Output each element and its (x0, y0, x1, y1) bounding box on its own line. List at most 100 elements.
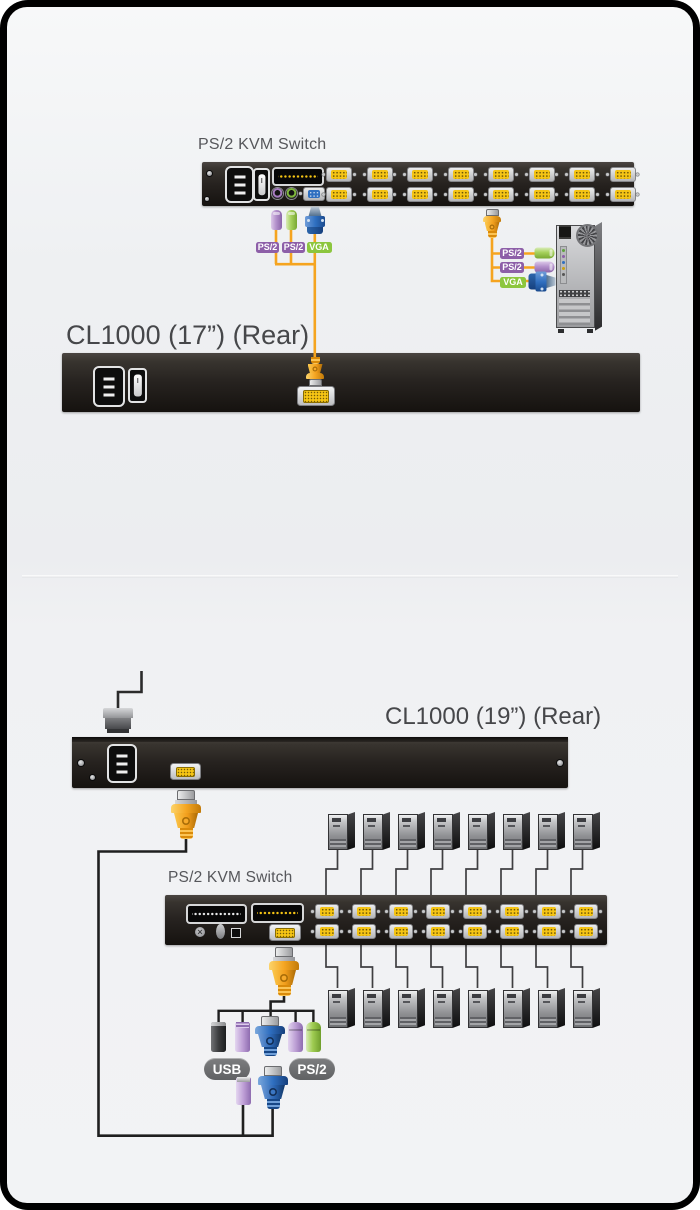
usb-plug-dark (211, 1022, 226, 1052)
kvm-cpu-port (484, 167, 518, 182)
computer-tower (503, 812, 530, 850)
kvm-cpu-port (484, 187, 518, 202)
computer-tower (433, 812, 460, 850)
db25-port-white (186, 904, 247, 924)
kvm-cpu-port (362, 167, 397, 182)
computer-tower (398, 988, 425, 1028)
power-socket (107, 744, 137, 783)
vga-plug-to-computer (528, 271, 555, 291)
ps2-plug-lavender (288, 1022, 303, 1052)
kvm-cpu-port (565, 187, 599, 202)
kvm-cpu-port (496, 903, 528, 919)
computer-tower (556, 222, 602, 333)
kvm-cpu-port (348, 923, 380, 939)
kvm-cpu-port (422, 923, 454, 939)
ps2-plug-to-computer (534, 247, 555, 258)
cl1000-17-label: CL1000 (17”) (Rear) (66, 320, 310, 350)
vga-plug-blue (255, 1016, 285, 1056)
kvm-cpu-port (403, 167, 437, 182)
cl1000-17-rear-panel (62, 353, 640, 412)
computer-tower (363, 812, 390, 850)
cpu-port-row-upper (311, 903, 602, 919)
kvm-cpu-port (605, 167, 640, 182)
vga-plug (305, 207, 325, 234)
ps2-mouse-port (286, 188, 297, 199)
kvm-cpu-port (348, 903, 380, 919)
kvm-cpu-port (443, 167, 478, 182)
top-kvm-switch-label: PS/2 KVM Switch (198, 136, 327, 153)
console-vga-port (269, 924, 301, 941)
usb-plug-lavender (235, 1022, 250, 1052)
top-kvm-switch-rear-panel (202, 162, 640, 206)
cpu-port-row-lower (322, 187, 640, 202)
computer-tower (573, 988, 600, 1028)
badge-ps2-mouse: PS/2 (282, 242, 305, 253)
computer-tower (538, 812, 565, 850)
kvm-cpu-port (533, 923, 565, 939)
sphd-connector-up (483, 209, 501, 238)
computer-row-upper (328, 812, 600, 850)
kvm-cpu-port (403, 187, 437, 202)
screw-icon (90, 775, 95, 780)
ps2-keyboard-port (272, 188, 283, 199)
computer-tower (433, 988, 460, 1028)
oval-button (216, 924, 225, 939)
kvm-cpu-port (524, 187, 559, 202)
console-vga-port (297, 386, 335, 406)
vga-plug-blue (258, 1066, 288, 1109)
db25-port-yellow (251, 903, 304, 923)
computer-tower (328, 988, 355, 1028)
kvm-cpu-port (570, 903, 602, 919)
kvm-cpu-port (385, 903, 417, 919)
screw-icon (207, 171, 212, 176)
computer-tower (538, 988, 565, 1028)
badge-cpu-ps2-b: PS/2 (500, 262, 524, 273)
kvm-cpu-port (311, 903, 343, 919)
badge-cpu-ps2-a: PS/2 (500, 248, 524, 259)
ps2-keyboard-plug (270, 210, 282, 230)
section-divider (22, 575, 678, 578)
fan-grille-icon (576, 224, 599, 247)
kvm-cpu-port (322, 187, 356, 202)
screw-icon (205, 197, 209, 201)
usb-option-pill: USB (204, 1058, 250, 1080)
sphd-connector-up (171, 790, 201, 839)
kvm-cpu-port (322, 167, 356, 182)
screw-icon (557, 760, 563, 766)
computer-row-lower (328, 988, 600, 1028)
kvm-cpu-port (459, 903, 491, 919)
kvm-cpu-port (533, 903, 565, 919)
sphd-connector-up (269, 947, 299, 996)
computer-tower (363, 988, 390, 1028)
computer-tower (468, 812, 495, 850)
cpu-port-row-upper (322, 167, 640, 182)
badge-vga: VGA (306, 242, 332, 253)
power-switch (253, 168, 270, 201)
db25-port (272, 167, 324, 186)
computer-tower (503, 988, 530, 1028)
sphd-connector-down (306, 357, 324, 386)
kvm-cpu-port (422, 903, 454, 919)
io-ports-column (560, 246, 567, 284)
computer-tower (468, 988, 495, 1028)
power-socket (225, 166, 254, 203)
kvm-cpu-port (443, 187, 478, 202)
power-socket (93, 366, 125, 407)
cl1000-19-label: CL1000 (19”) (Rear) (385, 703, 602, 730)
power-supply-vent (559, 225, 571, 239)
kvm-cpu-port (605, 187, 640, 202)
drive-bays (559, 299, 590, 325)
computer-tower (398, 812, 425, 850)
ps2-plug-green (306, 1022, 321, 1052)
ps2-plug-to-computer (534, 261, 555, 272)
screw-icon (78, 760, 84, 766)
kvm-cpu-port (311, 923, 343, 939)
kvm-cpu-port (362, 187, 397, 202)
badge-ps2-keyboard: PS/2 (256, 242, 279, 253)
computer-tower (328, 812, 355, 850)
badge-cpu-vga: VGA (500, 276, 526, 288)
kvm-cpu-port (570, 923, 602, 939)
ps2-option-pill: PS/2 (289, 1058, 335, 1080)
grounding-plug (103, 708, 133, 733)
